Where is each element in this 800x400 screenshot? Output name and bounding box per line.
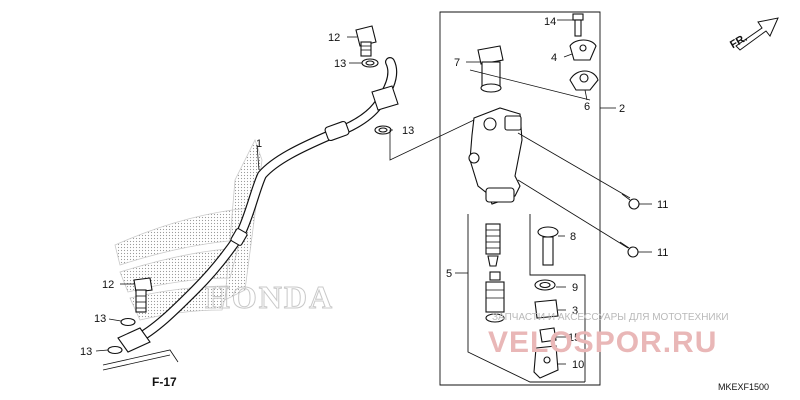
piston-spring — [485, 223, 501, 267]
diaphragm-plate — [569, 70, 599, 91]
callout-1: 1 — [256, 138, 262, 150]
leader-lines — [95, 19, 652, 371]
push-rod — [537, 226, 559, 266]
callout-13-lower-b: 13 — [80, 346, 92, 358]
cap-screw — [572, 13, 584, 37]
callout-15: 15 — [568, 332, 580, 344]
callout-4: 4 — [551, 52, 557, 64]
callout-10: 10 — [572, 359, 584, 371]
callout-12-upper: 12 — [328, 32, 340, 44]
reservoir-joint — [477, 45, 504, 93]
lower-banjo-bolt — [133, 277, 153, 313]
callout-3: 3 — [572, 305, 578, 317]
master-cylinder-body — [468, 107, 523, 205]
piston — [485, 271, 505, 323]
callout-13-upper: 13 — [334, 58, 346, 70]
callout-14: 14 — [544, 16, 556, 28]
callouts: 1 2 3 4 5 6 7 8 9 10 11 11 12 12 13 13 1… — [80, 16, 668, 371]
circlip — [534, 299, 559, 319]
reservoir-cap — [569, 39, 597, 61]
fitting-washer-b — [107, 345, 123, 355]
front-direction-label: FR. — [728, 32, 749, 51]
callout-13-lower-a: 13 — [94, 313, 106, 325]
reference-label: F-17 — [152, 375, 177, 389]
callout-11-upper: 11 — [657, 199, 668, 211]
callout-12-lower: 12 — [102, 279, 114, 291]
callout-6: 6 — [584, 101, 590, 113]
mounting-bolt-lower — [619, 241, 639, 258]
watermark-logo: VELOSPOR.RU — [488, 326, 717, 359]
honda-wing-logo: HONDA — [114, 138, 334, 321]
fitting-washer-a — [120, 317, 136, 327]
lock-nut — [539, 327, 557, 343]
diagram-code: MKEXF1500 — [718, 382, 769, 392]
site-watermark: ЗАПЧАСТИ И АКСЕССУАРЫ ДЛЯ МОТОТЕХНИКИ VE… — [488, 312, 729, 359]
front-direction-arrow: FR. — [728, 17, 779, 51]
callout-13-middle: 13 — [402, 125, 414, 137]
assembly-box-5 — [467, 214, 586, 383]
callout-8: 8 — [570, 231, 576, 243]
assembly-box-2 — [439, 11, 601, 386]
brake-hose — [117, 57, 399, 353]
callout-11-lower: 11 — [657, 247, 668, 259]
callout-7: 7 — [454, 57, 460, 69]
callout-9: 9 — [572, 282, 578, 294]
watermark-caption: ЗАПЧАСТИ И АКСЕССУАРЫ ДЛЯ МОТОТЕХНИКИ — [492, 312, 729, 323]
callout-2: 2 — [619, 103, 625, 115]
upper-banjo-bolt — [355, 25, 377, 57]
honda-brand-text: HONDA — [205, 279, 334, 315]
mounting-bolt-upper — [621, 193, 640, 210]
callout-5: 5 — [446, 268, 452, 280]
joint-clevis — [533, 345, 559, 379]
